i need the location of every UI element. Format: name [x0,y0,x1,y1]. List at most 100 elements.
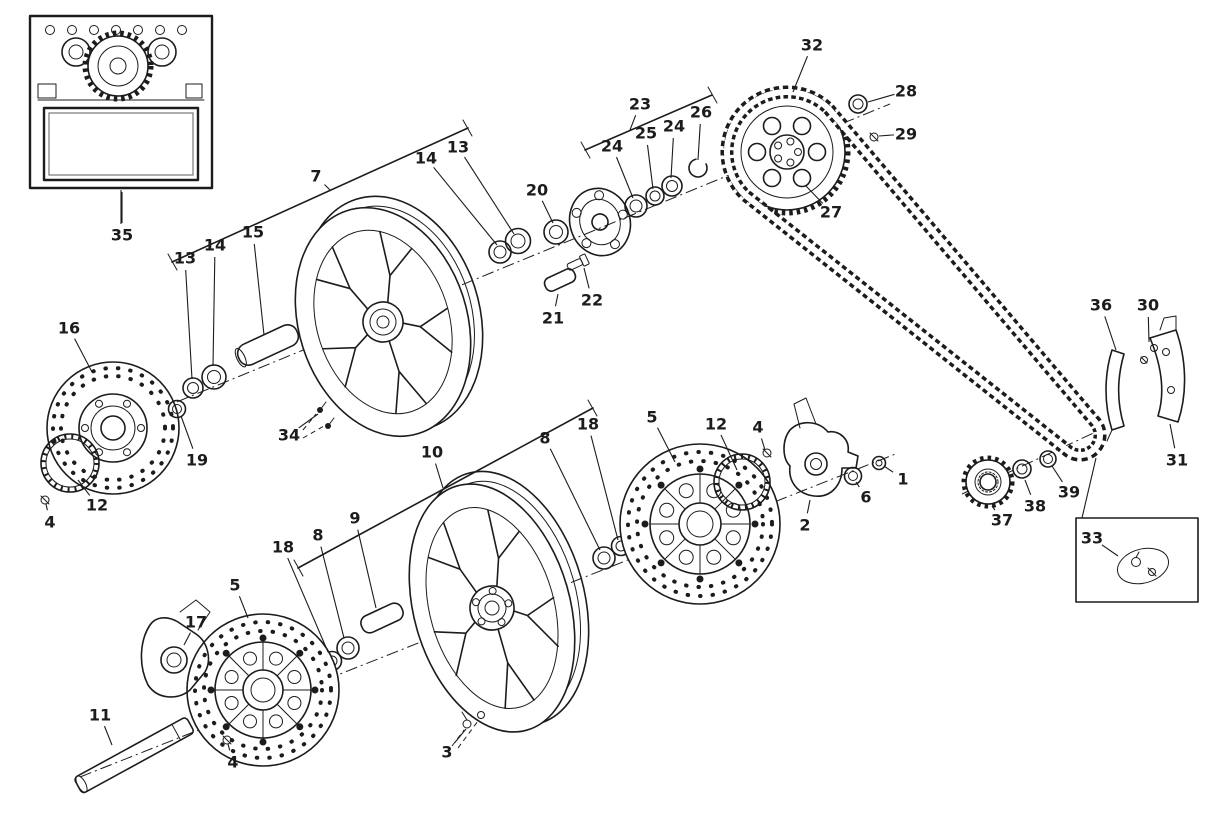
callout-4: 4 [227,753,238,772]
callout-15: 15 [242,223,264,242]
callout-23: 23 [629,95,651,114]
front-spacer-tube [360,602,404,634]
callout-leader-14 [433,166,498,246]
guard-screws [1140,344,1158,364]
callout-leader-4 [227,743,231,751]
front-brake-disc-left [186,613,340,767]
rear-disc-screw [40,495,50,505]
callout-leader-2 [806,499,811,514]
wheel-carrier [783,397,859,497]
callout-leader-27 [805,185,824,204]
callout-32: 32 [801,36,823,55]
rear-bearing-right [488,227,532,264]
callout-leader-1 [883,465,894,473]
callout-leader-14 [212,256,216,367]
callout-leader-24 [615,156,634,199]
flange-bearings [543,158,708,245]
chain-slider [1105,349,1125,442]
callout-leader-30 [1147,316,1150,343]
callout-leader-17 [183,632,191,646]
callout-3: 3 [441,743,452,762]
callout-leader-3 [454,728,467,744]
callout-18: 18 [272,538,294,557]
callout-10: 10 [421,443,443,462]
callout-leader-6 [855,481,860,488]
chain-bushing [848,94,879,142]
callout-leader-22 [583,267,590,289]
rim-screws [302,401,335,439]
drive-chain [720,85,1107,462]
callout-14: 14 [415,149,437,168]
rear-bearing-left [167,364,227,419]
callout-17: 17 [185,613,207,632]
callout-1: 1 [897,470,908,489]
chain-guard [1149,315,1186,423]
callout-36: 36 [1090,296,1112,315]
callout-5: 5 [646,408,657,427]
callout-leader-9 [357,529,377,609]
callout-29: 29 [895,125,917,144]
callout-leader-29 [878,134,895,137]
callout-leader-12 [720,434,738,471]
callout-8: 8 [312,526,323,545]
callout-leader-23 [629,115,637,131]
callout-31: 31 [1166,451,1188,470]
callout-21: 21 [542,309,564,328]
callout-12: 12 [86,496,108,515]
callout-33: 33 [1081,529,1103,548]
callout-13: 13 [447,138,469,157]
rear-phonic-wheel [40,433,100,493]
callout-leader-8 [320,546,345,639]
callout-leader-7 [324,184,331,191]
flange-screw [566,253,590,271]
callout-leader-13 [185,269,193,380]
callout-leader-26 [697,123,701,161]
callout-12: 12 [705,415,727,434]
callout-4: 4 [752,418,763,437]
overview-inset [28,14,214,224]
callout-28: 28 [895,82,917,101]
callout-leader-18 [590,435,619,541]
callout-leader-20 [541,200,554,224]
callout-leader-39 [1051,465,1063,483]
axle-pinch-screw [222,735,232,745]
callout-leader-8 [549,448,601,551]
callout-22: 22 [581,291,603,310]
callout-24: 24 [601,137,623,156]
callout-leader-37 [991,505,996,511]
callout-30: 30 [1137,296,1159,315]
callout-14: 14 [204,236,226,255]
callout-7: 7 [310,167,321,186]
sprocket-nut [1039,450,1057,468]
callout-4: 4 [44,513,55,532]
callout-27: 27 [820,203,842,222]
callout-6: 6 [860,488,871,507]
front-disc-screw [762,448,772,458]
axle-nut [843,455,887,486]
callout-leader-33 [1101,544,1119,557]
cush-drive-flange [568,187,632,257]
callout-9: 9 [349,509,360,528]
callout-34: 34 [278,426,300,445]
callout-leader-18 [287,557,329,653]
callout-leader-5 [238,595,249,619]
callout-39: 39 [1058,483,1080,502]
callout-2: 2 [799,516,810,535]
callout-leader-4 [760,438,766,451]
callout-leader-31 [1169,423,1176,449]
callout-19: 19 [186,451,208,470]
callout-leader-24 [670,137,674,179]
detail-box [1075,457,1199,603]
callout-35: 35 [111,226,133,245]
callout-leader-15 [253,243,265,336]
callout-16: 16 [58,319,80,338]
fork-bottom [140,599,211,698]
callout-leader-38 [1024,479,1032,495]
callout-leader-28 [867,93,895,103]
callout-leader-11 [103,725,113,746]
callout-leader-19 [180,415,194,449]
callout-5: 5 [229,576,240,595]
